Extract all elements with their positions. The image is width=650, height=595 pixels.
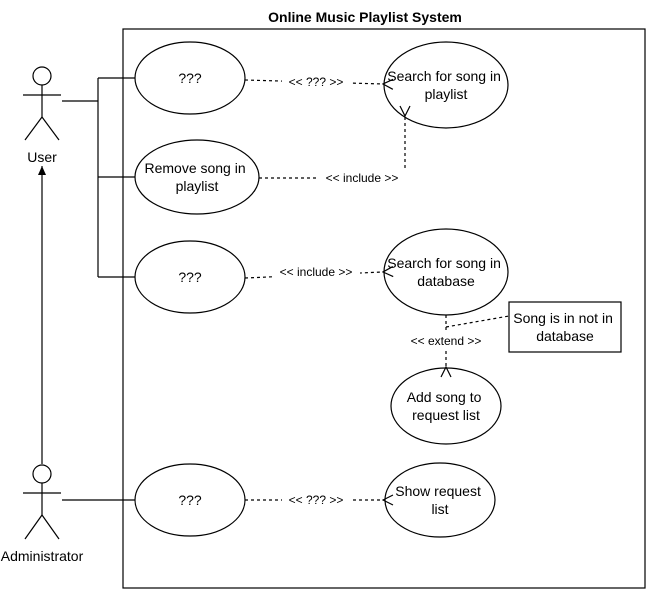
user-associations [62, 77, 135, 278]
relation-include-db-label: << include >> [280, 265, 353, 279]
relation-label-bg [282, 492, 350, 508]
note-box [508, 301, 622, 353]
relation-label-bg [282, 74, 350, 90]
relation-label-bg [318, 170, 406, 186]
use-case-show-request[interactable] [384, 462, 496, 538]
relation-include-remove-label: << include >> [326, 171, 399, 185]
use-case-search-database-label: Search for song in database [387, 255, 505, 289]
use-case-search-database[interactable] [383, 228, 509, 316]
diagram-title: Online Music Playlist System [268, 9, 462, 25]
use-case-add-request[interactable] [390, 367, 502, 445]
use-case-unknown-2[interactable] [134, 240, 246, 314]
administrator-label: Administrator [1, 548, 84, 564]
relation-include-remove [259, 116, 405, 179]
note-connector [445, 315, 510, 328]
use-case-add-request-label: Add song to request list [407, 389, 486, 423]
use-case-show-request-label: Show request list [395, 483, 485, 517]
use-case-unknown-3-label: ??? [178, 492, 202, 508]
use-case-search-playlist-label: Search for song in playlist [387, 68, 505, 102]
use-case-remove-song-label: Remove song in playlist [144, 160, 249, 194]
relation-unknown-top [244, 80, 383, 84]
user-actor [23, 66, 61, 141]
note-text: Song is in not in database [513, 310, 617, 344]
use-case-unknown-1-label: ??? [178, 70, 202, 86]
system-boundary [122, 28, 646, 589]
use-case-unknown-2-label: ??? [178, 269, 202, 285]
relation-extend-label: << extend >> [411, 334, 482, 348]
administrator-actor [23, 464, 61, 540]
relation-unknown-top-label: << ??? >> [289, 75, 344, 89]
relation-unknown-admin-label: << ??? >> [289, 493, 344, 507]
use-case-unknown-1[interactable] [134, 41, 246, 115]
relation-label-bg [402, 333, 490, 349]
use-case-remove-song[interactable] [134, 139, 260, 215]
relation-label-bg [272, 264, 360, 280]
user-label: User [27, 149, 57, 165]
use-case-search-playlist[interactable] [383, 41, 509, 129]
